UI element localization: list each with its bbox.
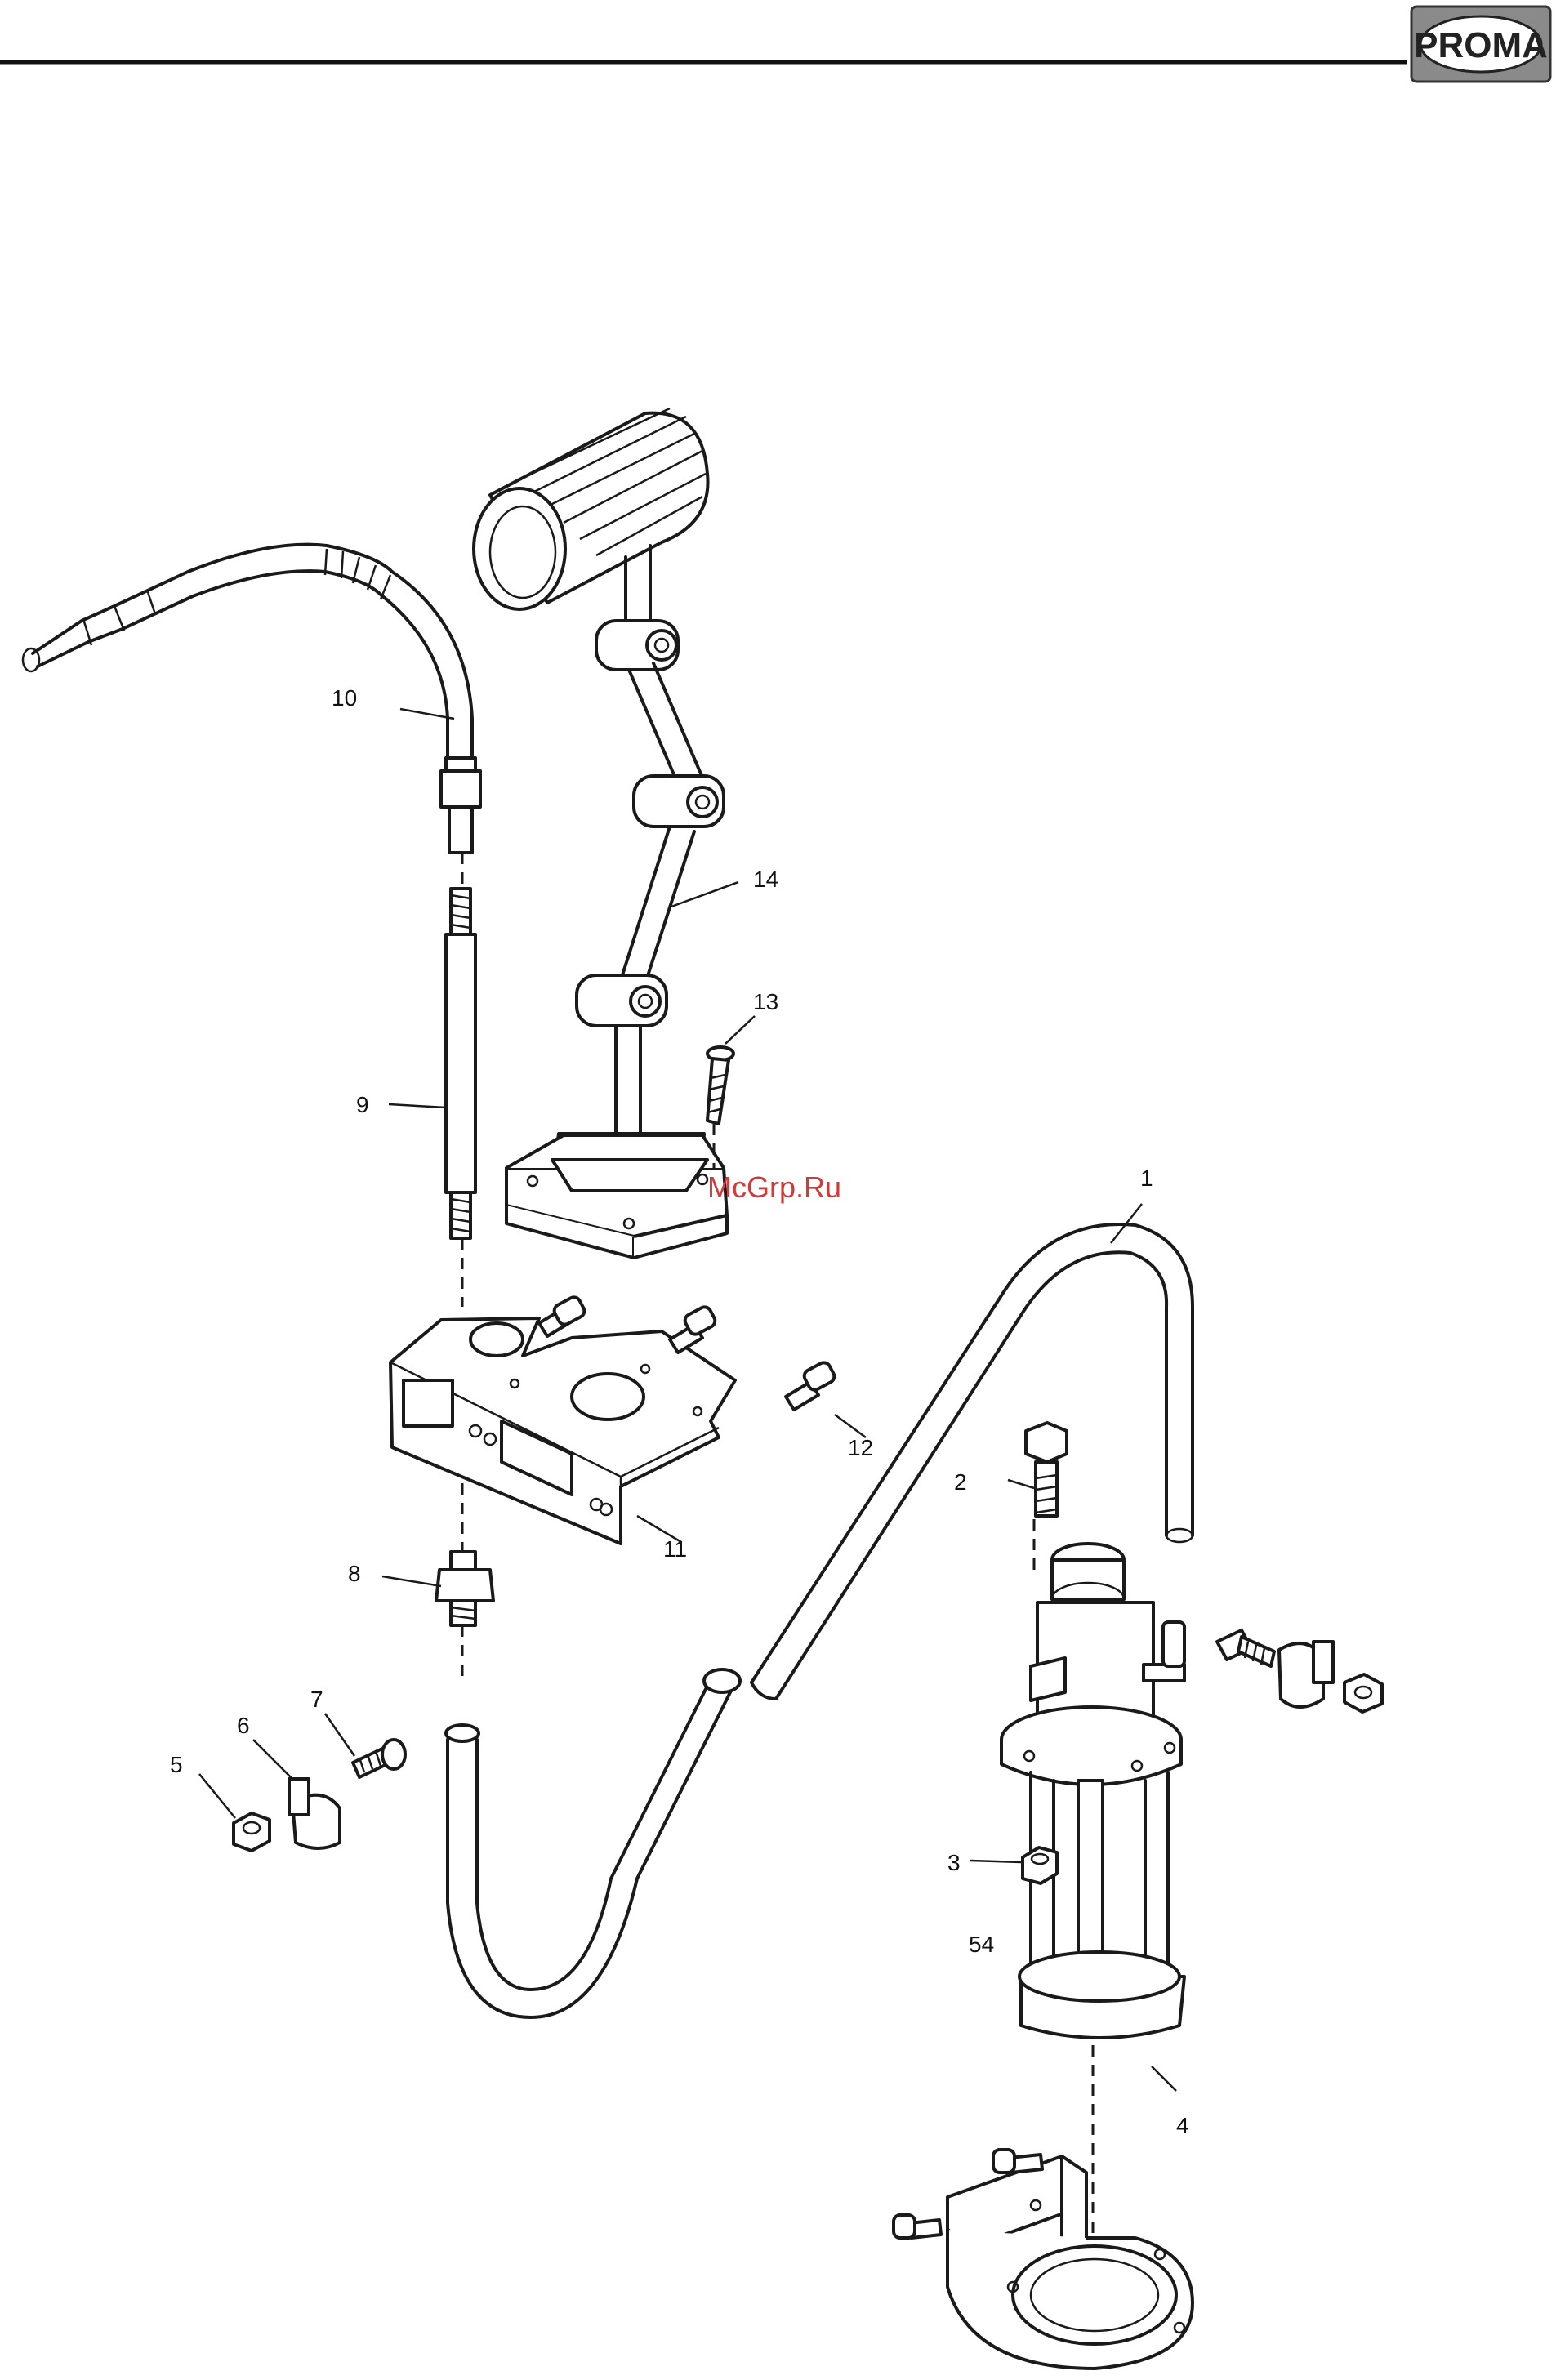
part-10-flexible-hose	[23, 545, 480, 853]
proma-logo: PROMA	[1411, 7, 1550, 82]
right-hose-clamp-kit	[1217, 1630, 1382, 1712]
callout-54: 54	[969, 1932, 994, 1957]
part-7-clamp-screw	[353, 1740, 405, 1777]
callout-11: 11	[663, 1536, 687, 1562]
part-11-mounting-bracket	[390, 1318, 735, 1544]
part-3-nut	[1023, 1847, 1057, 1883]
part-2-bolt	[1026, 1423, 1067, 1516]
callout-12: 12	[848, 1435, 873, 1460]
part-9-rod	[446, 889, 475, 1238]
callout-6: 6	[237, 1713, 250, 1738]
callout-5: 5	[170, 1752, 183, 1777]
callout-3: 3	[947, 1850, 961, 1875]
part-54-coolant-pump	[1001, 1544, 1184, 2038]
callout-2: 2	[954, 1469, 967, 1495]
watermark-text: McGrp.Ru	[707, 1170, 841, 1204]
callout-4: 4	[1176, 2113, 1189, 2138]
callout-14: 14	[753, 867, 778, 892]
callout-13: 13	[753, 989, 778, 1014]
callout-7: 7	[310, 1687, 323, 1712]
logo-text: PROMA	[1414, 25, 1548, 65]
pump-base-bracket	[947, 2156, 1193, 2369]
part-14-work-lamp	[474, 408, 727, 1258]
callout-1: 1	[1140, 1165, 1153, 1191]
callout-10: 10	[332, 685, 357, 711]
callout-8: 8	[348, 1561, 361, 1586]
part-8-hose-fitting	[436, 1552, 493, 1625]
part-5-nut	[234, 1813, 270, 1851]
callout-9: 9	[356, 1092, 369, 1117]
part-6-hose-clamp	[289, 1779, 340, 1848]
